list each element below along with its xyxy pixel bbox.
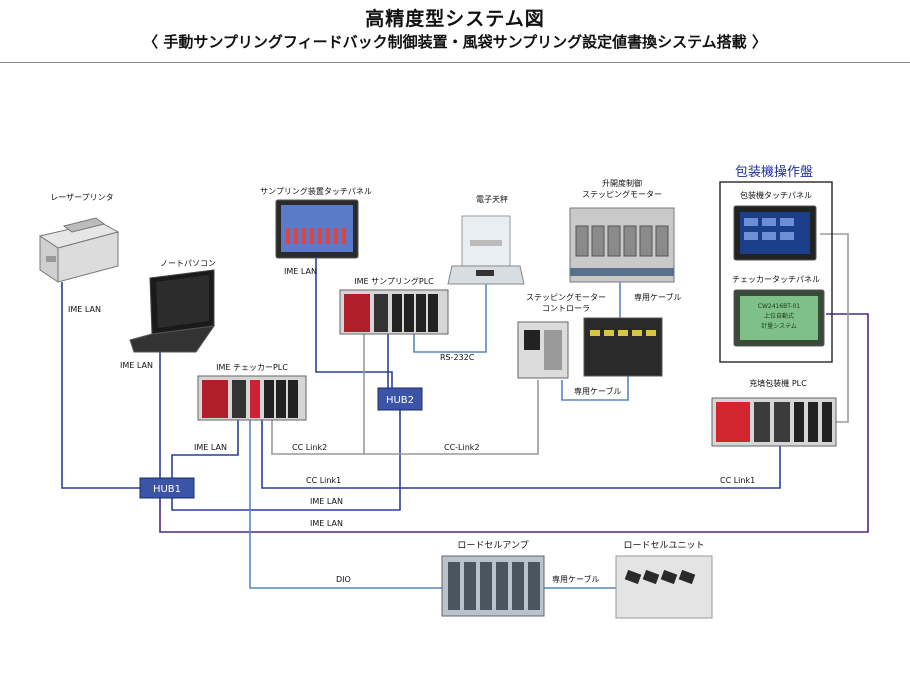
line-checkerpanel-hub1 xyxy=(159,313,869,533)
line-rs232c xyxy=(413,284,487,353)
checker-screen-line2: 上位自動式 xyxy=(764,312,794,320)
packaging-plc-label: 充填包装機 PLC xyxy=(749,378,807,388)
page-title: 高精度型システム図 xyxy=(365,8,545,30)
checker-touch-panel-image: CW2416BT-01 上位自動式 計量システム xyxy=(733,289,825,347)
label-cc-link1: CC Link1 xyxy=(306,476,341,485)
loadcell-unit-label: ロードセルユニット xyxy=(623,540,704,551)
stepping-motor-label-2: ステッピングモーター xyxy=(582,189,662,199)
label-ime-lan-sampling-panel: IME LAN xyxy=(284,267,317,276)
label-cc-link2-dash: CC-Link2 xyxy=(444,443,480,452)
packaging-touch-panel-label: 包装機タッチパネル xyxy=(740,190,812,200)
checker-touch-panel-label: チェッカータッチパネル xyxy=(732,275,820,284)
checker-screen-line3: 計量システム xyxy=(761,322,797,330)
stepping-motor-image xyxy=(569,207,675,283)
stepping-controller-image xyxy=(517,321,569,379)
loadcell-amp-label: ロードセルアンプ xyxy=(457,540,528,551)
electronic-balance-label: 電子天秤 xyxy=(476,194,508,204)
checker-plc-image xyxy=(197,375,307,421)
hub1: HUB1 xyxy=(139,477,195,499)
notebook-pc-label: ノートパソコン xyxy=(160,259,216,268)
packaging-touch-panel-image xyxy=(733,205,817,261)
page-subtitle: 〈 手動サンプリングフィードバック制御装置・風袋サンプリング設定値書換システム搭… xyxy=(143,33,767,51)
hub2-label: HUB2 xyxy=(386,395,414,406)
line-panel-packplc xyxy=(820,233,849,423)
hub2: HUB2 xyxy=(377,387,423,411)
line-dedicated-controller xyxy=(561,376,629,401)
line-checkerplc-hub1 xyxy=(171,420,239,478)
header-divider xyxy=(0,62,910,63)
label-cc-link2: CC Link2 xyxy=(292,443,327,452)
laser-printer-image xyxy=(38,217,120,283)
label-dedicated-motor: 専用ケーブル xyxy=(634,292,682,302)
stepping-motor-label-1: 升開度制御 xyxy=(602,178,642,188)
line-printer-hub1 xyxy=(61,282,140,489)
label-rs232c: RS-232C xyxy=(440,353,475,362)
checker-screen-line1: CW2416BT-01 xyxy=(758,303,801,310)
line-cclink2-dash xyxy=(364,380,539,455)
sampling-touch-panel-image xyxy=(275,199,359,259)
stepping-driver-image xyxy=(583,317,663,377)
label-cc-link1-right: CC Link1 xyxy=(720,476,755,485)
label-ime-lan-laptop: IME LAN xyxy=(120,361,153,370)
packaging-panel-frame xyxy=(719,181,833,363)
label-dio: DIO xyxy=(336,575,351,584)
line-hub2-hub1 xyxy=(171,410,401,511)
line-samplingpanel-hub2 xyxy=(315,258,393,388)
label-ime-lan-hub2: IME LAN xyxy=(310,497,343,506)
electronic-balance-image xyxy=(447,215,525,285)
stepping-controller-label-1: ステッピングモーター xyxy=(526,292,606,302)
packaging-plc-image xyxy=(711,397,837,447)
loadcell-unit-image xyxy=(615,555,713,619)
label-ime-lan-checker: IME LAN xyxy=(194,443,227,452)
checker-plc-label: IME チェッカーPLC xyxy=(216,363,288,372)
line-cclink2 xyxy=(271,334,365,455)
label-ime-lan-long: IME LAN xyxy=(310,519,343,528)
stepping-controller-label-2: コントローラ xyxy=(542,304,590,313)
loadcell-amp-image xyxy=(441,555,545,617)
hub1-label: HUB1 xyxy=(153,484,181,495)
label-ime-lan-printer: IME LAN xyxy=(68,305,101,314)
sampling-plc-label: IME サンプリングPLC xyxy=(354,276,434,286)
line-dio xyxy=(249,420,442,589)
packaging-panel-title: 包装機操作盤 xyxy=(735,164,813,180)
sampling-plc-image xyxy=(339,289,449,335)
notebook-pc-image xyxy=(129,269,216,353)
label-dedicated-controller: 専用ケーブル xyxy=(574,386,622,396)
line-cclink1 xyxy=(261,420,781,489)
sampling-touch-panel-label: サンプリング装置タッチパネル xyxy=(260,186,372,196)
label-loadcell-cable: 専用ケーブル xyxy=(552,574,600,584)
laser-printer-label: レーザープリンタ xyxy=(50,193,113,202)
